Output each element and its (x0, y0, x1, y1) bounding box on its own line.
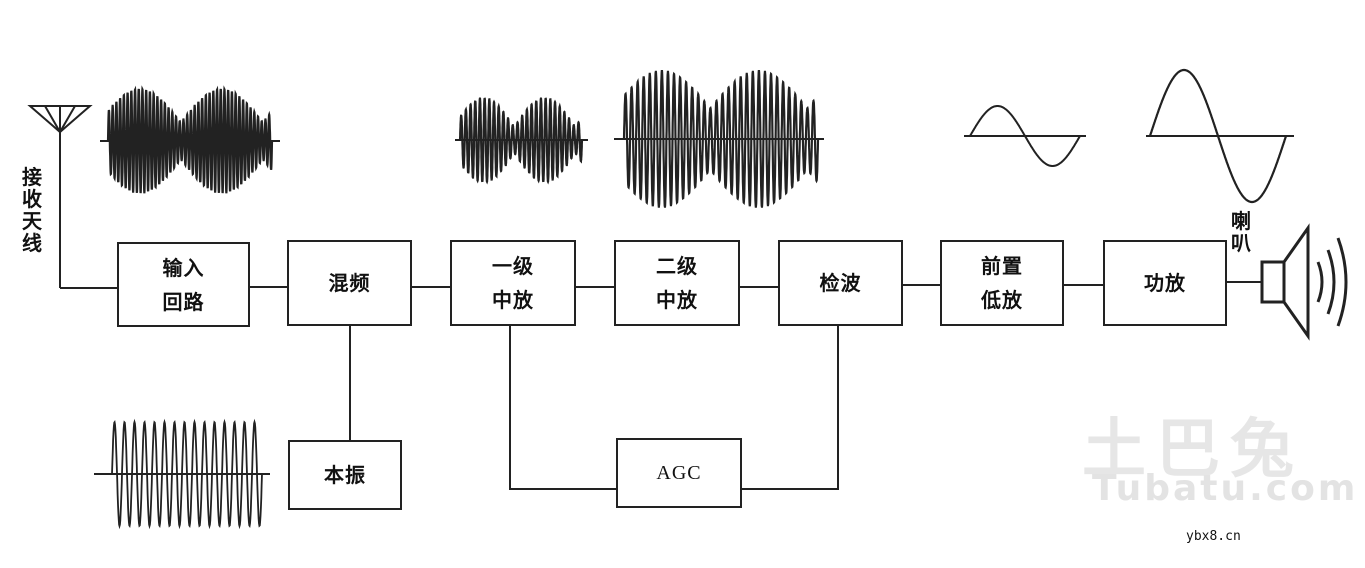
block-label: 输入 (162, 255, 205, 280)
block-label: 前置 (981, 254, 1023, 278)
speaker-icon (1260, 223, 1348, 341)
if-amp-1-block: 一级 中放 (450, 240, 576, 326)
speaker-label-char: 喇 (1231, 209, 1251, 233)
waveform-trace (106, 85, 274, 194)
signal-chain-lines (60, 281, 1262, 490)
local-oscillator-block: 本振 (288, 440, 402, 510)
watermark-cn: 土巴兔 (1082, 413, 1304, 487)
input-circuit-block: 输入 回路 (117, 242, 250, 327)
antenna-icon (27, 105, 93, 288)
block-label: AGC (656, 462, 702, 484)
watermark-en: Tubatu.com (1092, 468, 1359, 509)
block-label: 中放 (492, 288, 534, 312)
block-label: 检波 (819, 271, 862, 295)
waveform-trace (111, 418, 263, 530)
if2-modulated-waveform (614, 70, 824, 208)
speaker-label-char: 叭 (1231, 231, 1251, 255)
waveform-trace (622, 70, 820, 208)
block-label: 一级 (492, 254, 534, 278)
waveform-trace (458, 97, 584, 185)
agc-block: AGC (616, 438, 742, 508)
mixer-block: 混频 (287, 240, 412, 326)
detector-block: 检波 (778, 240, 903, 326)
antenna-label-char: 天 (22, 209, 42, 233)
block-label: 二级 (656, 254, 698, 278)
preamp-block: 前置 低放 (940, 240, 1064, 326)
block-label: 低放 (981, 288, 1023, 312)
audio-power-waveform (1146, 68, 1294, 204)
waveform-trace (1148, 68, 1288, 204)
block-label: 本振 (324, 463, 366, 487)
antenna-label-char: 接 (22, 165, 42, 189)
power-amp-block: 功放 (1103, 240, 1227, 326)
site-label: ybx8.cn (1186, 529, 1241, 544)
antenna-label: 接 收 天 线 (21, 166, 43, 254)
local-oscillator-waveform (94, 418, 270, 530)
block-label: 功放 (1144, 271, 1186, 295)
waveform-trace (969, 105, 1081, 167)
antenna-label-char: 线 (22, 231, 42, 255)
block-label: 回路 (162, 289, 205, 314)
antenna-label-char: 收 (22, 187, 42, 211)
if-amp-2-block: 二级 中放 (614, 240, 740, 326)
speaker-label: 喇 叭 (1230, 210, 1252, 254)
audio-preamp-waveform (964, 105, 1086, 167)
block-label: 混频 (328, 271, 371, 295)
block-label: 中放 (656, 288, 698, 312)
if1-modulated-waveform (455, 97, 588, 185)
rf-modulated-waveform (100, 85, 280, 194)
